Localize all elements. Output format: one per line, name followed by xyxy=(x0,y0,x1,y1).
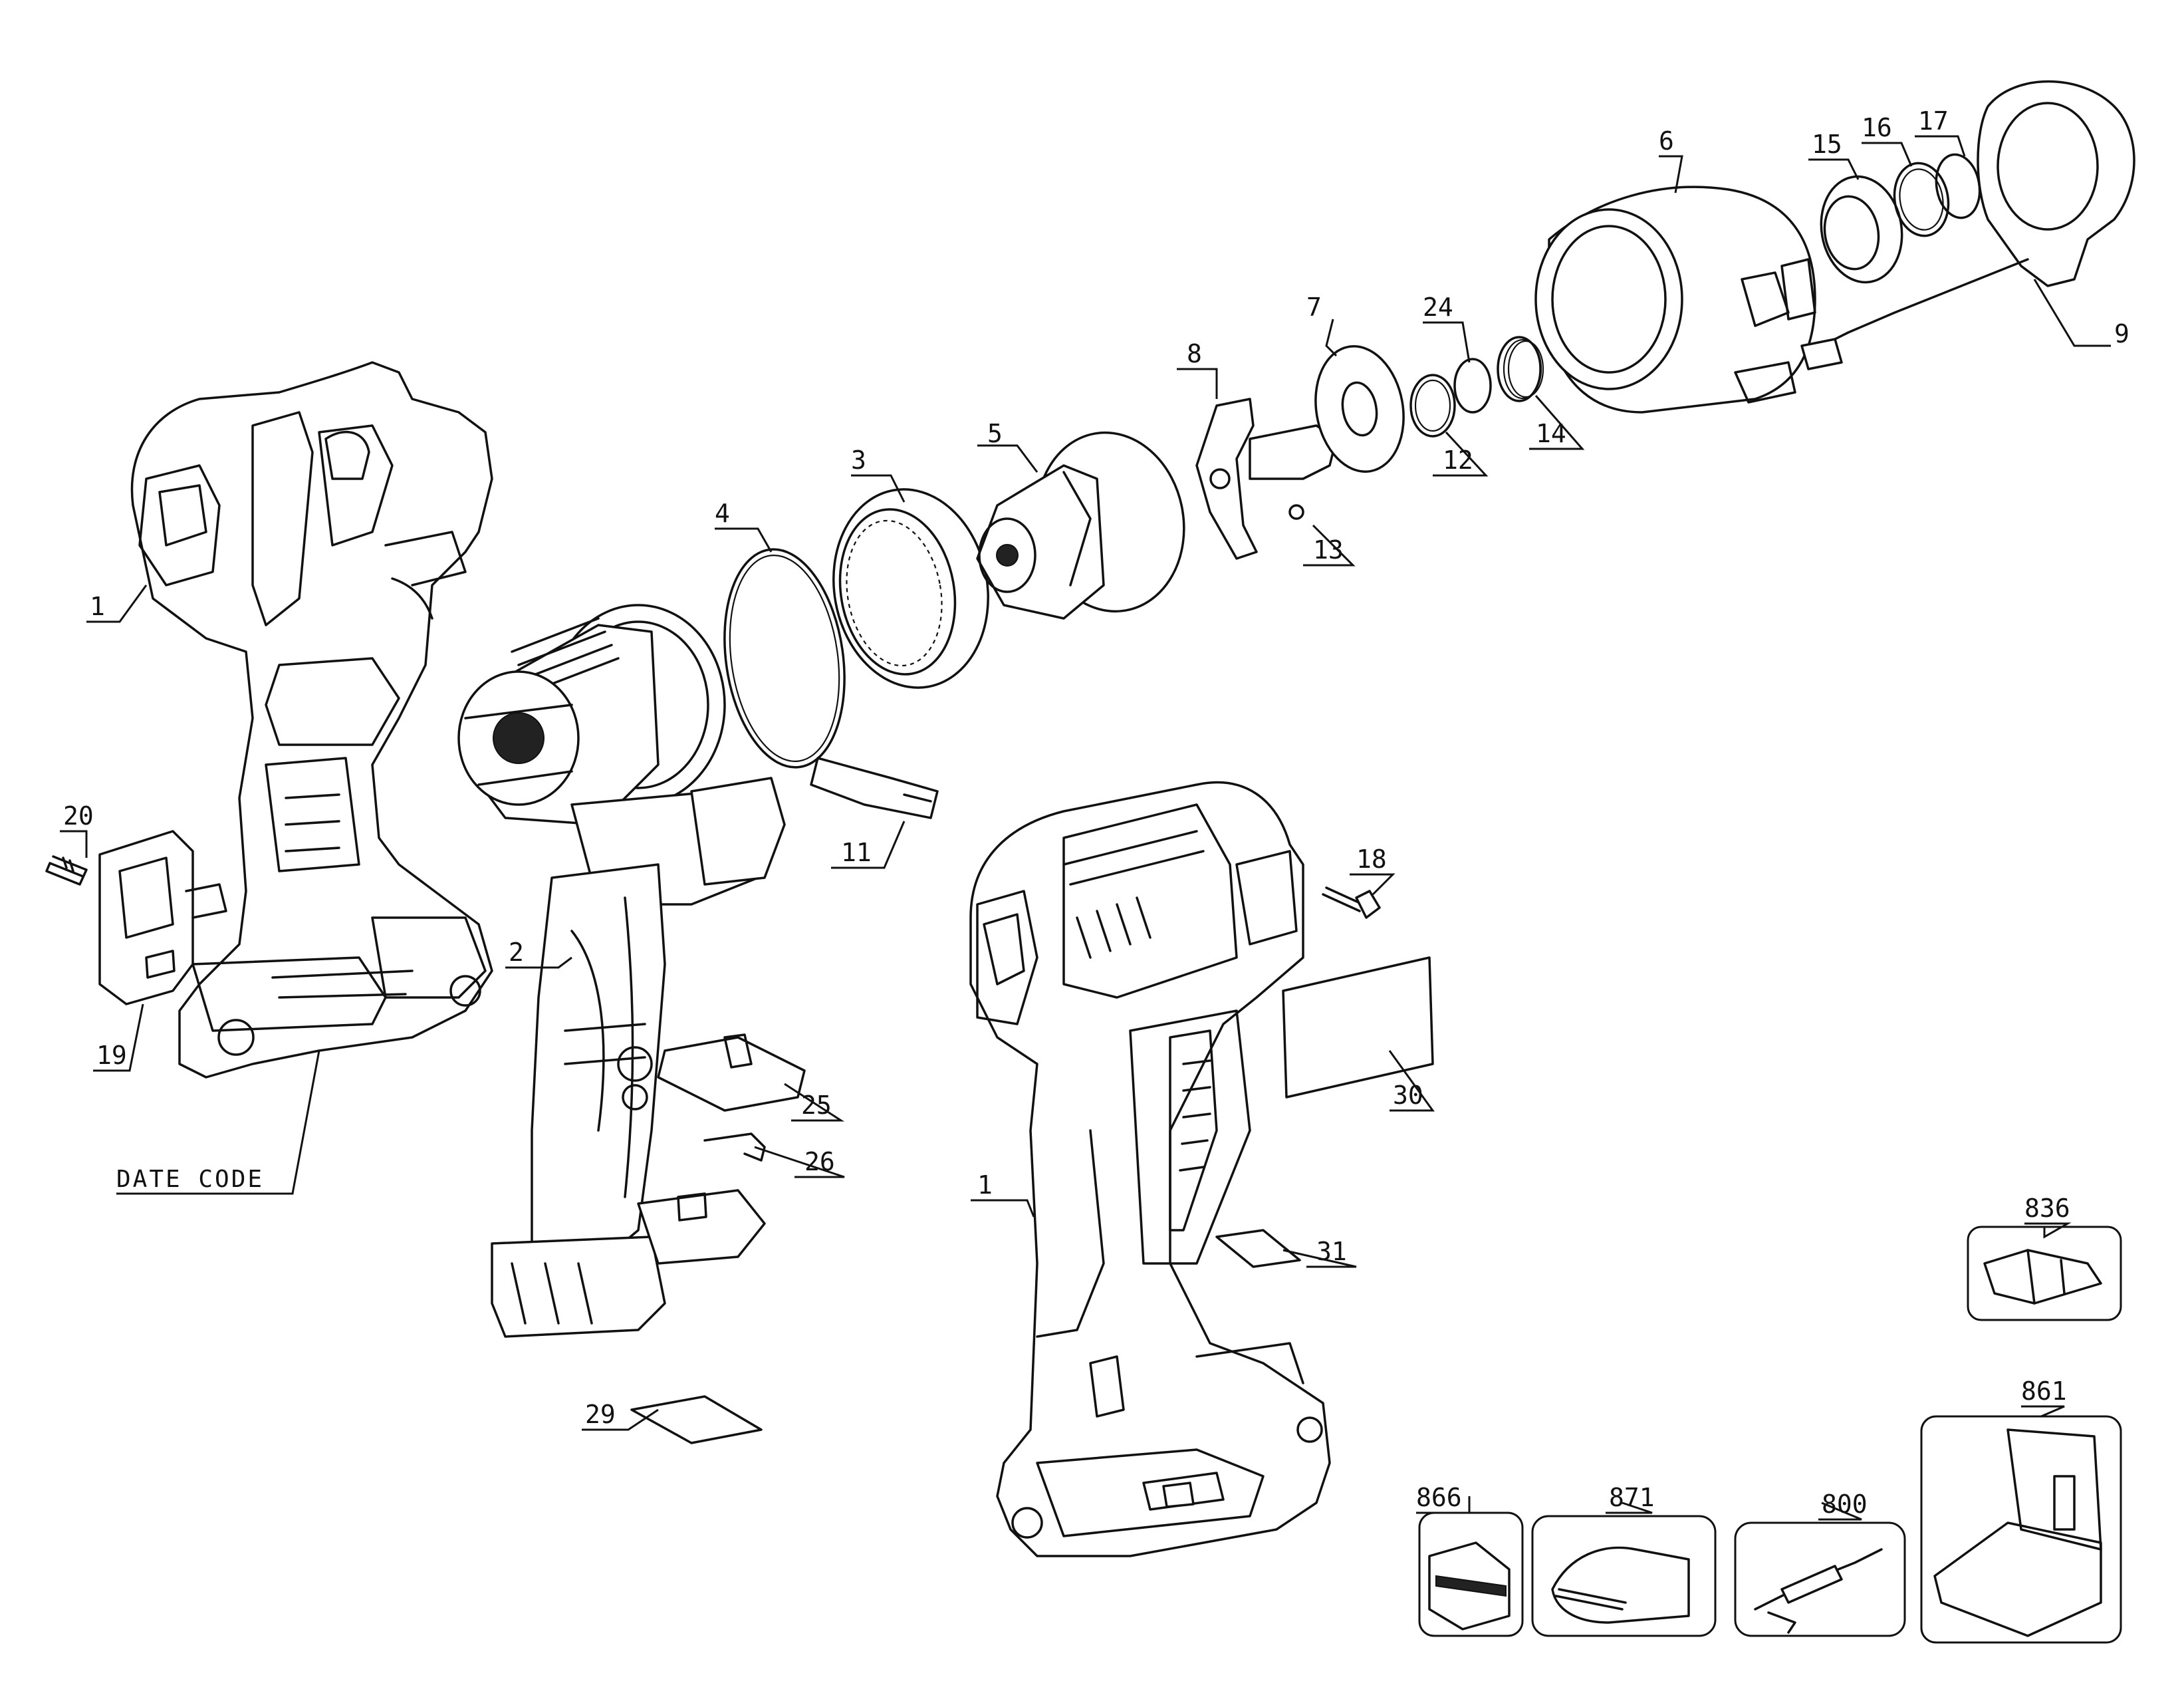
bushing-part-15 xyxy=(1820,175,1903,284)
label-9: 9 xyxy=(2114,319,2129,348)
label-4: 4 xyxy=(715,499,730,528)
washer-part-7 xyxy=(1314,345,1405,473)
label-24: 24 xyxy=(1423,293,1453,322)
label-15: 15 xyxy=(1812,130,1842,159)
label-31: 31 xyxy=(1316,1237,1347,1266)
kit-box-866 xyxy=(1418,1511,1524,1637)
screw-part-20 xyxy=(45,855,88,886)
nose-housing-part-6 xyxy=(1534,186,1816,414)
housing-left-half xyxy=(130,361,493,1079)
label-1-right: 1 xyxy=(977,1170,993,1200)
part-labels: 1 2 3 4 5 6 7 8 9 11 12 13 14 15 16 17 1… xyxy=(63,106,2129,1519)
label-11: 11 xyxy=(841,838,872,867)
label-18: 18 xyxy=(1356,845,1387,874)
label-2: 2 xyxy=(509,938,524,967)
label-part-29 xyxy=(630,1395,763,1444)
label-800: 800 xyxy=(1822,1490,1868,1519)
ring-part-24 xyxy=(1453,358,1492,414)
ring-gear-part-3 xyxy=(832,488,989,689)
label-19: 19 xyxy=(96,1041,127,1070)
label-861: 861 xyxy=(2021,1376,2067,1406)
label-1-left: 1 xyxy=(90,592,105,621)
led-ring-part-9 xyxy=(1800,80,2135,370)
label-8: 8 xyxy=(1187,339,1202,368)
kit-box-861 xyxy=(1920,1415,2122,1644)
label-836: 836 xyxy=(2024,1194,2070,1223)
anvil-part-8 xyxy=(1195,398,1338,560)
label-30: 30 xyxy=(1393,1081,1423,1110)
label-25: 25 xyxy=(801,1091,832,1120)
motor-switch-assembly-part-2 xyxy=(457,604,786,1338)
label-29: 29 xyxy=(585,1400,616,1429)
leader-lines xyxy=(60,135,2111,1521)
kit-box-800 xyxy=(1734,1521,1906,1637)
label-7: 7 xyxy=(1306,293,1322,322)
label-12: 12 xyxy=(1443,446,1473,475)
date-code-label: DATE CODE xyxy=(116,1166,264,1193)
label-20: 20 xyxy=(63,801,94,831)
ring-part-16 xyxy=(1893,162,1950,237)
retaining-ring-part-12 xyxy=(1409,374,1456,438)
planetary-carrier-part-5 xyxy=(976,431,1185,620)
housing-assembled xyxy=(969,781,1331,1557)
label-866: 866 xyxy=(1416,1483,1462,1512)
kit-box-836 xyxy=(1967,1226,2122,1321)
label-14: 14 xyxy=(1536,419,1566,448)
cover-part-25 xyxy=(657,1033,806,1112)
small-label-part-31 xyxy=(1215,1229,1301,1268)
screw-part-18 xyxy=(1322,886,1381,919)
contact-part-26 xyxy=(703,1132,766,1162)
label-17: 17 xyxy=(1918,106,1949,136)
spring-part-14 xyxy=(1497,336,1544,402)
belt-clip-part-19 xyxy=(98,830,227,1005)
label-5: 5 xyxy=(987,419,1003,448)
clip-part-11 xyxy=(810,757,939,819)
label-871: 871 xyxy=(1609,1483,1655,1512)
ball-part-13 xyxy=(1288,504,1304,520)
label-6: 6 xyxy=(1659,126,1674,156)
label-sticker-part-30 xyxy=(1282,956,1434,1099)
label-16: 16 xyxy=(1862,113,1892,142)
label-26: 26 xyxy=(804,1147,835,1176)
label-13: 13 xyxy=(1313,535,1344,565)
kit-box-871 xyxy=(1531,1515,1717,1637)
label-3: 3 xyxy=(851,446,866,475)
